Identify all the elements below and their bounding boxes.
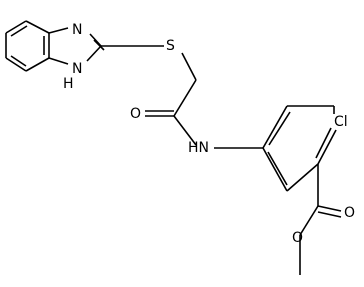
- acetamide-group: [145, 79, 197, 146]
- atom-amide-oxygen: O: [130, 106, 141, 122]
- atom-n3: N: [72, 22, 82, 38]
- atom-carbonyl-oxygen: O: [344, 205, 355, 221]
- atom-sulfur: S: [166, 38, 175, 54]
- benzene-ring-right: [214, 105, 337, 192]
- atom-amide-nh: HN: [188, 140, 209, 156]
- atom-chlorine: Cl: [334, 114, 348, 130]
- benzene-ring-left: [5, 20, 50, 72]
- imidazole-ring: [48, 27, 105, 65]
- atom-n1: N: [72, 61, 82, 77]
- methyl-ester: [299, 164, 342, 275]
- atom-ester-oxygen: O: [292, 230, 303, 246]
- thioether-linker: [101, 45, 197, 81]
- atom-h1: H: [63, 76, 74, 92]
